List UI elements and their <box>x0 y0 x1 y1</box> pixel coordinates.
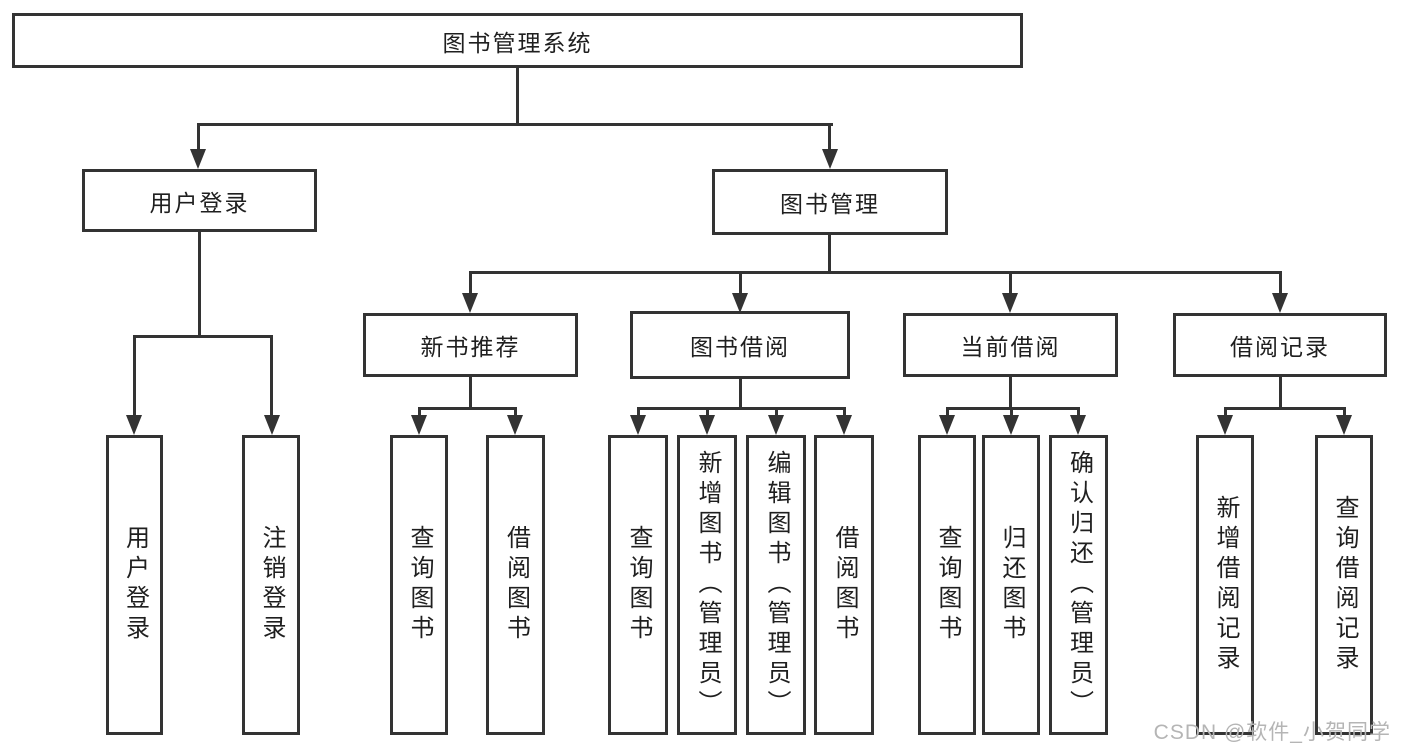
leaf-user-login-label: 用户登录 <box>121 525 149 645</box>
leaf-logout: 注销登录 <box>242 435 300 735</box>
connector-line <box>198 232 201 335</box>
connector-line <box>843 407 846 415</box>
leaf-add-books-admin: 新增图书（管理员） <box>677 435 737 735</box>
arrow-down-icon <box>630 415 646 435</box>
node-current-borrow: 当前借阅 <box>903 313 1118 377</box>
connector-line <box>133 335 136 415</box>
connector-line <box>133 335 273 338</box>
leaf-borrow-books-newbooks-label: 借阅图书 <box>502 525 530 645</box>
node-book-mgmt-label: 图书管理 <box>780 191 880 217</box>
node-borrow-records-label: 借阅记录 <box>1230 334 1330 360</box>
leaf-user-login: 用户登录 <box>106 435 163 735</box>
arrow-down-icon <box>1336 415 1352 435</box>
connector-line <box>270 335 273 415</box>
leaf-query-books-borrow: 查询图书 <box>608 435 668 735</box>
node-book-borrow-label: 图书借阅 <box>690 334 790 360</box>
connector-line <box>828 235 831 271</box>
node-new-books: 新书推荐 <box>363 313 578 377</box>
connector-line <box>946 407 1080 410</box>
leaf-query-books-borrow-label: 查询图书 <box>625 525 652 645</box>
connector-line <box>1010 407 1013 415</box>
connector-line <box>514 407 517 415</box>
leaf-query-books-current: 查询图书 <box>918 435 976 735</box>
leaf-query-books-newbooks-label: 查询图书 <box>406 525 433 645</box>
connector-line <box>706 407 709 415</box>
arrow-down-icon <box>939 415 955 435</box>
arrow-down-icon <box>1070 415 1086 435</box>
arrow-down-icon <box>190 149 206 169</box>
leaf-query-borrow-record-label: 查询借阅记录 <box>1331 495 1358 675</box>
arrow-down-icon <box>836 415 852 435</box>
arrow-down-icon <box>822 149 838 169</box>
csdn-watermark: CSDN @软件_小贺同学 <box>1153 721 1391 744</box>
arrow-down-icon <box>1272 293 1288 313</box>
arrow-down-icon <box>1002 293 1018 313</box>
leaf-add-borrow-record: 新增借阅记录 <box>1196 435 1254 735</box>
leaf-query-books-newbooks: 查询图书 <box>390 435 448 735</box>
arrow-down-icon <box>264 415 280 435</box>
connector-line <box>516 68 519 123</box>
connector-line <box>1279 271 1282 293</box>
leaf-query-books-current-label: 查询图书 <box>934 525 961 645</box>
connector-line <box>1009 271 1012 293</box>
leaf-edit-books-admin: 编辑图书（管理员） <box>746 435 806 735</box>
connector-line <box>1077 407 1080 415</box>
leaf-query-borrow-record: 查询借阅记录 <box>1315 435 1373 735</box>
connector-line <box>1343 407 1346 415</box>
leaf-logout-label: 注销登录 <box>258 525 285 645</box>
connector-line <box>739 379 742 407</box>
connector-line <box>1279 377 1282 407</box>
connector-line <box>418 407 517 410</box>
connector-line <box>828 123 831 150</box>
connector-line <box>469 271 472 293</box>
leaf-confirm-return-admin: 确认归还（管理员） <box>1049 435 1108 735</box>
node-borrow-records: 借阅记录 <box>1173 313 1387 377</box>
arrow-down-icon <box>411 415 427 435</box>
leaf-add-books-admin-label: 新增图书（管理员） <box>694 450 721 720</box>
arrow-down-icon <box>699 415 715 435</box>
node-new-books-label: 新书推荐 <box>420 334 521 360</box>
leaf-return-books-label: 归还图书 <box>998 525 1025 645</box>
leaf-edit-books-admin-label: 编辑图书（管理员） <box>763 450 790 720</box>
connector-line <box>946 407 949 415</box>
connector-line <box>1224 407 1227 415</box>
leaf-borrow-books-borrow: 借阅图书 <box>814 435 874 735</box>
node-book-borrow: 图书借阅 <box>630 311 850 379</box>
arrow-down-icon <box>462 293 478 313</box>
connector-line <box>197 123 833 126</box>
connector-line <box>775 407 778 415</box>
arrow-down-icon <box>732 293 748 313</box>
connector-line <box>739 271 742 293</box>
connector-line <box>469 377 472 407</box>
connector-line <box>197 123 200 150</box>
connector-line <box>1009 377 1012 407</box>
leaf-borrow-books-newbooks: 借阅图书 <box>486 435 545 735</box>
node-book-mgmt: 图书管理 <box>712 169 948 235</box>
node-user-login: 用户登录 <box>82 169 317 232</box>
node-root-label: 图书管理系统 <box>442 29 593 56</box>
leaf-add-borrow-record-label: 新增借阅记录 <box>1212 495 1239 675</box>
node-root: 图书管理系统 <box>12 13 1023 68</box>
connector-line <box>1224 407 1346 410</box>
connector-line <box>637 407 640 415</box>
leaf-borrow-books-borrow-label: 借阅图书 <box>831 525 858 645</box>
arrow-down-icon <box>1003 415 1019 435</box>
connector-line <box>469 271 1282 274</box>
arrow-down-icon <box>768 415 784 435</box>
connector-line <box>637 407 846 410</box>
node-user-login-label: 用户登录 <box>149 189 250 216</box>
connector-line <box>418 407 421 415</box>
arrow-down-icon <box>507 415 523 435</box>
arrow-down-icon <box>1217 415 1233 435</box>
leaf-return-books: 归还图书 <box>982 435 1040 735</box>
node-current-borrow-label: 当前借阅 <box>960 334 1061 360</box>
arrow-down-icon <box>126 415 142 435</box>
leaf-confirm-return-admin-label: 确认归还（管理员） <box>1065 450 1093 720</box>
